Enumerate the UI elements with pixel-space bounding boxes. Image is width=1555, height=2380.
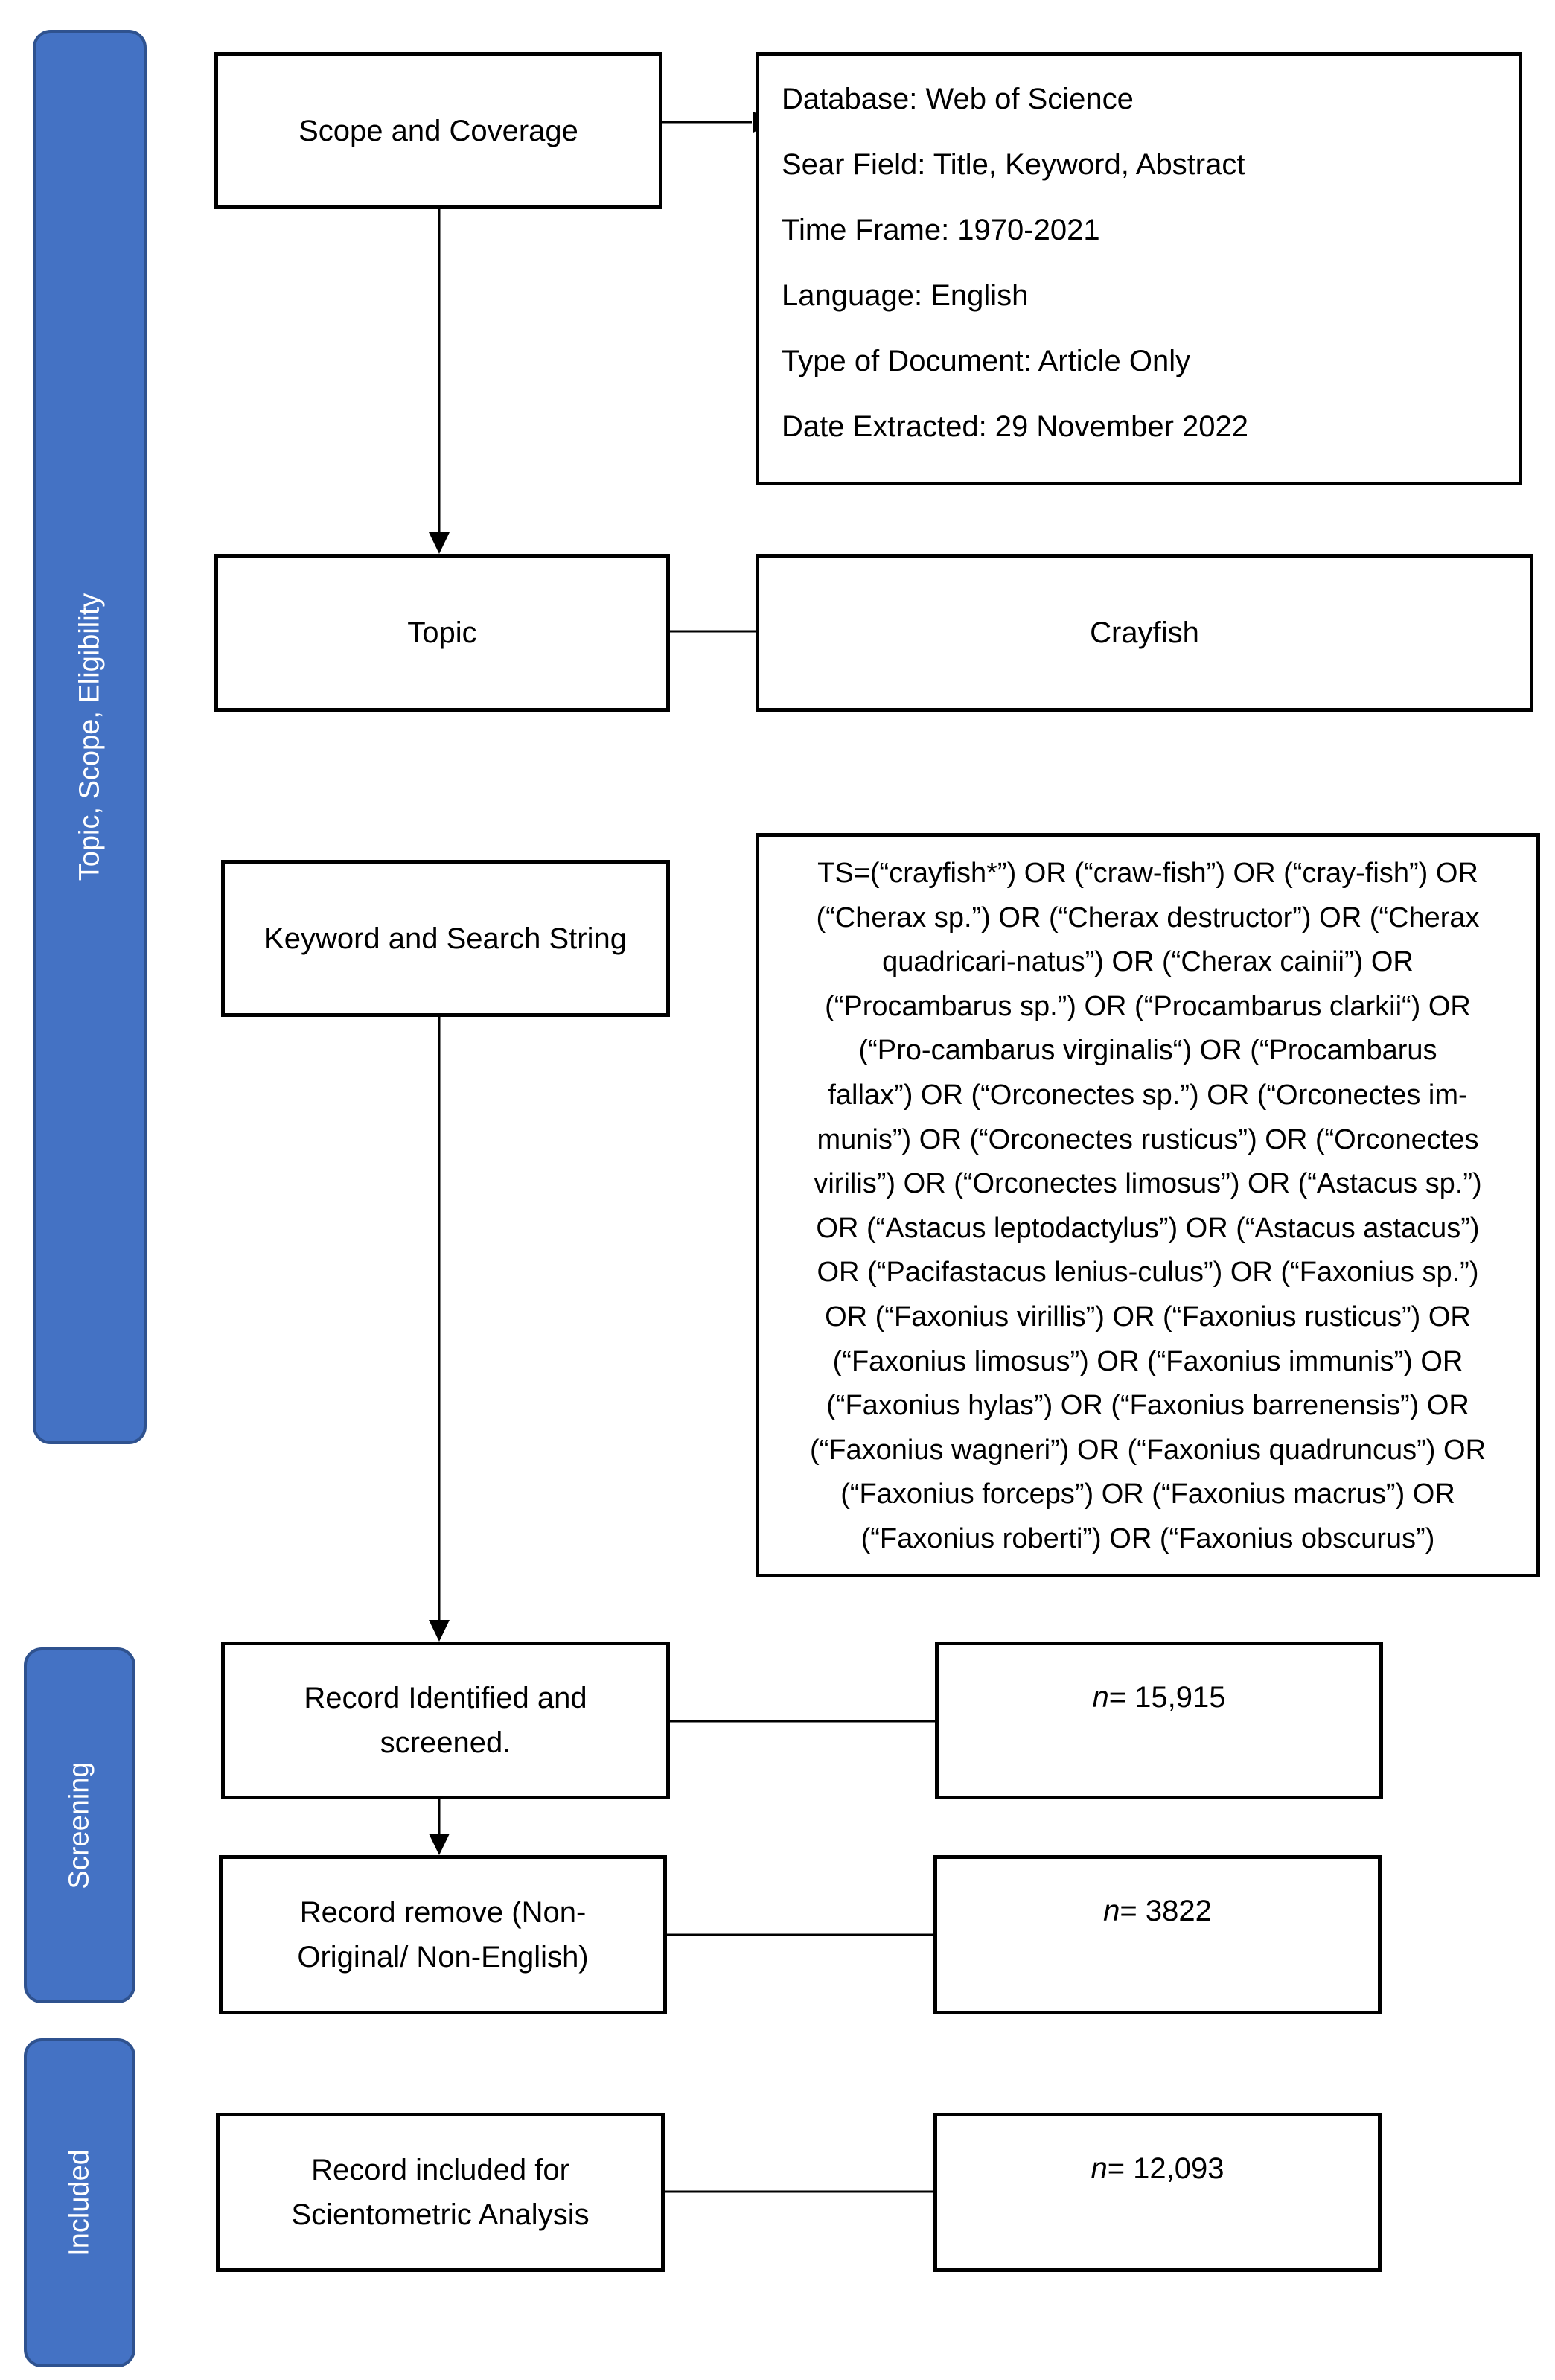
search-string-line: (“Faxonius wagneri”) OR (“Faxonius quadr… [809, 1434, 1487, 1466]
search-string-line: (“Faxonius roberti”) OR (“Faxonius obscu… [860, 1522, 1435, 1554]
keyword-search-label: Keyword and Search String [264, 922, 627, 955]
stage-bar-screening: Screening [24, 1647, 135, 2003]
removed-count: n= 3822 [1103, 1889, 1212, 1933]
search-string-line: virilis”) OR (“Orconectes limosus”) OR (… [814, 1168, 1482, 1200]
topic-box: Topic [214, 554, 670, 712]
search-string-line: munis”) OR (“Orconectes rusticus”) OR (“… [817, 1123, 1479, 1155]
search-string-line: (“Cherax sp.”) OR (“Cherax destructor”) … [816, 902, 1480, 934]
record-removed-box: Record remove (Non- Original/ Non-Englis… [219, 1855, 667, 2014]
scope-detail-language: Language: English [782, 279, 1029, 312]
search-string-line: OR (“Astacus leptodactylus”) OR (“Astacu… [816, 1212, 1480, 1244]
record-included-box: Record included for Scientometric Analys… [216, 2113, 665, 2272]
stage-bar-topic-scope: Topic, Scope, Eligibility [33, 30, 147, 1444]
n-symbol: n [1091, 2152, 1108, 2185]
search-string-line: (“Procambarus sp.”) OR (“Procambarus cla… [825, 990, 1471, 1022]
identified-count: n= 15,915 [1092, 1675, 1225, 1720]
search-string-line: (“Faxonius hylas”) OR (“Faxonius barrene… [826, 1390, 1469, 1422]
removed-count-value: = 3822 [1120, 1895, 1212, 1927]
included-count-box: n= 12,093 [933, 2113, 1382, 2272]
included-count: n= 12,093 [1091, 2146, 1224, 2191]
stage-label-included: Included [63, 2149, 95, 2256]
search-string-line: quadricari-natus”) OR (“Cherax cainii”) … [882, 946, 1414, 978]
stage-bar-included: Included [24, 2038, 135, 2367]
record-identified-line1: Record Identified and [304, 1682, 587, 1714]
record-removed-line2: Original/ Non-English) [297, 1941, 589, 1974]
removed-count-box: n= 3822 [933, 1855, 1382, 2014]
scope-detail-database: Database: Web of Science [782, 83, 1134, 115]
arrowhead-scope-topic [429, 532, 450, 554]
search-string-line: (“Pro-cambarus virginalis“) OR (“Procamb… [858, 1035, 1437, 1067]
scope-detail-date-extracted: Date Extracted: 29 November 2022 [782, 410, 1249, 443]
topic-value: Crayfish [1090, 616, 1199, 649]
included-count-value: = 12,093 [1107, 2152, 1224, 2185]
search-string-line: TS=(“crayfish*”) OR (“craw-fish”) OR (“c… [817, 858, 1478, 889]
arrowhead-identified-removed [429, 1834, 450, 1855]
scope-detail-search-field: Sear Field: Title, Keyword, Abstract [782, 148, 1245, 181]
record-included-line2: Scientometric Analysis [291, 2198, 590, 2231]
search-string-line: OR (“Pacifastacus lenius-culus”) OR (“Fa… [817, 1257, 1479, 1289]
scope-detail-document-type: Type of Document: Article Only [782, 345, 1191, 377]
arrowhead-keyword-identified [429, 1620, 450, 1642]
n-symbol: n [1092, 1681, 1109, 1714]
scope-coverage-box: Scope and Coverage [214, 52, 662, 209]
n-symbol: n [1103, 1895, 1120, 1927]
topic-value-box: Crayfish [756, 554, 1533, 712]
search-string-line: fallax”) OR (“Orconectes sp.”) OR (“Orco… [828, 1079, 1468, 1111]
search-string-line: (“Faxonius forceps”) OR (“Faxonius macru… [840, 1478, 1455, 1510]
keyword-search-box: Keyword and Search String [221, 860, 670, 1017]
scope-coverage-label: Scope and Coverage [298, 114, 578, 147]
topic-label: Topic [407, 616, 477, 649]
record-removed-line1: Record remove (Non- [299, 1896, 587, 1929]
record-identified-line2: screened. [380, 1726, 511, 1759]
record-included-line1: Record included for [311, 2154, 569, 2186]
stage-label-topic-scope: Topic, Scope, Eligibility [74, 593, 105, 881]
search-string-box: TS=(“crayfish*”) OR (“craw-fish”) OR (“c… [756, 833, 1540, 1577]
identified-count-box: n= 15,915 [935, 1642, 1383, 1799]
record-identified-box: Record Identified and screened. [221, 1642, 670, 1799]
identified-count-value: = 15,915 [1108, 1681, 1226, 1714]
search-string-line: (“Faxonius limosus”) OR (“Faxonius immun… [832, 1345, 1463, 1377]
search-string-line: OR (“Faxonius virillis”) OR (“Faxonius r… [825, 1301, 1471, 1333]
stage-label-screening: Screening [63, 1761, 95, 1889]
scope-details-box: Database: Web of Science Sear Field: Tit… [756, 52, 1522, 485]
scope-detail-time-frame: Time Frame: 1970-2021 [782, 214, 1100, 246]
